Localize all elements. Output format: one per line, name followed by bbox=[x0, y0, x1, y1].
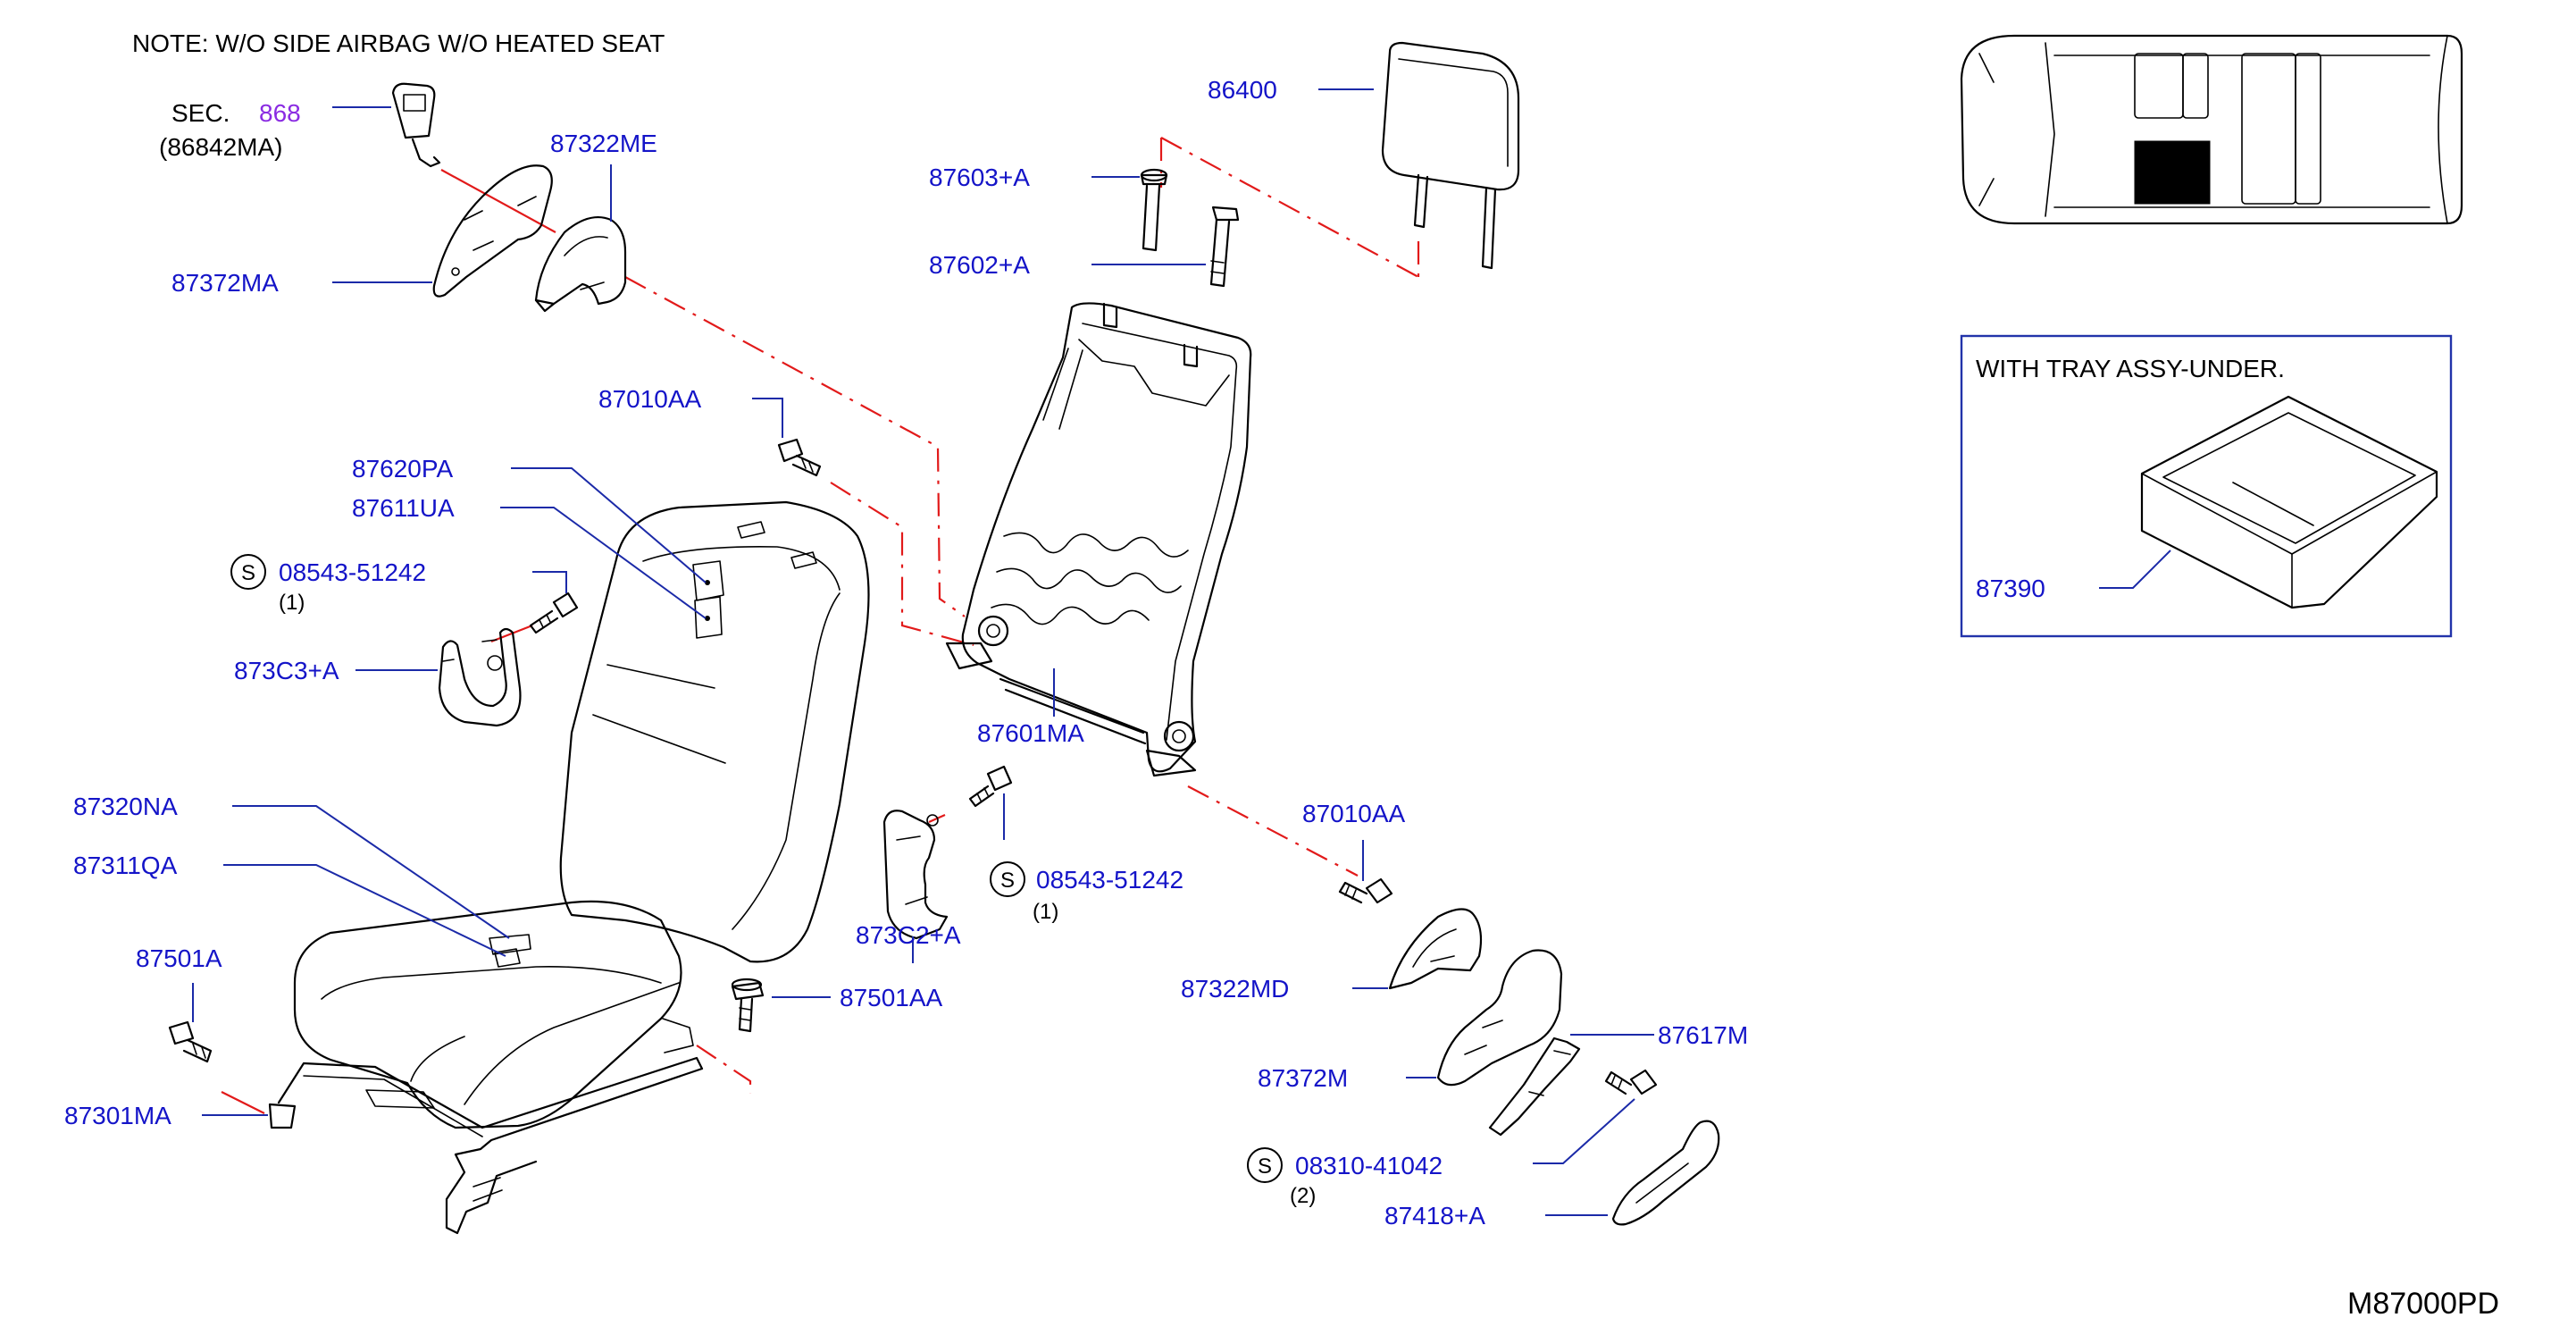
s-symbol-top-text: S bbox=[241, 561, 255, 585]
s-symbol-bottom-text: S bbox=[1258, 1154, 1272, 1179]
diagram-code: M87000PD bbox=[2347, 1287, 2499, 1321]
inset-box bbox=[1960, 334, 2453, 638]
sec-number[interactable]: 868 bbox=[259, 99, 301, 127]
label-87301ma[interactable]: 87301MA bbox=[64, 1102, 171, 1129]
seat-back-cushion-icon bbox=[559, 500, 870, 963]
bracket-87617m-icon bbox=[1488, 1036, 1581, 1137]
bolt-87501a-icon bbox=[168, 1020, 213, 1063]
label-87010aa-right[interactable]: 87010AA bbox=[1302, 800, 1406, 827]
qty-08543-top: (1) bbox=[279, 591, 305, 615]
headrest-guide-icon bbox=[1140, 168, 1240, 288]
label-87601ma[interactable]: 87601MA bbox=[977, 719, 1084, 747]
screw-08310-icon bbox=[1604, 1069, 1658, 1095]
screw-08543-top-icon bbox=[529, 592, 579, 634]
car-locator-icon bbox=[1960, 34, 2463, 225]
label-86400[interactable]: 86400 bbox=[1208, 76, 1277, 104]
tray-assy-under-icon bbox=[2140, 395, 2438, 609]
label-08310[interactable]: 08310-41042 bbox=[1295, 1152, 1443, 1179]
label-87501a[interactable]: 87501A bbox=[136, 944, 222, 972]
inset-title: WITH TRAY ASSY-UNDER. bbox=[1976, 355, 2285, 382]
label-87010aa-top[interactable]: 87010AA bbox=[598, 385, 702, 413]
label-87372m[interactable]: 87372M bbox=[1258, 1064, 1348, 1092]
label-08543-top[interactable]: 08543-51242 bbox=[279, 558, 426, 586]
hinge-cover-873c2a-icon bbox=[882, 810, 949, 940]
s-symbol-top bbox=[230, 554, 266, 590]
qty-08543-mid: (1) bbox=[1033, 900, 1058, 924]
label-87322md[interactable]: 87322MD bbox=[1181, 975, 1289, 1003]
label-87372ma[interactable]: 87372MA bbox=[171, 269, 279, 297]
bolt-87501aa-icon bbox=[731, 978, 765, 1033]
label-87603a[interactable]: 87603+A bbox=[929, 164, 1030, 191]
s-symbol-bottom bbox=[1247, 1147, 1283, 1183]
bolt-87010aa-right-icon bbox=[1338, 877, 1393, 904]
frame-cover-87322me-icon bbox=[534, 216, 627, 313]
label-873c2a[interactable]: 873C2+A bbox=[856, 921, 961, 949]
label-87322me[interactable]: 87322ME bbox=[550, 130, 657, 157]
hinge-cover-873c3a-icon bbox=[438, 627, 522, 727]
label-87320na[interactable]: 87320NA bbox=[73, 793, 178, 820]
bolt-87010aa-top-icon bbox=[777, 438, 822, 477]
frame-cover-87372m-icon bbox=[1436, 949, 1563, 1087]
label-87602a[interactable]: 87602+A bbox=[929, 251, 1030, 279]
label-87620pa[interactable]: 87620PA bbox=[352, 455, 453, 483]
label-08543-mid[interactable]: 08543-51242 bbox=[1036, 866, 1183, 894]
seat-belt-buckle-icon bbox=[391, 82, 441, 168]
s-symbol-mid bbox=[990, 861, 1025, 897]
label-87311qa[interactable]: 87311QA bbox=[73, 852, 178, 879]
label-873c3a[interactable]: 873C3+A bbox=[234, 657, 339, 684]
label-87617m[interactable]: 87617M bbox=[1658, 1021, 1748, 1049]
sec-sub: (86842MA) bbox=[159, 133, 283, 161]
frame-cover-87372ma-icon bbox=[432, 164, 553, 298]
frame-cover-87322md-icon bbox=[1388, 908, 1483, 990]
seat-back-frame-icon bbox=[945, 302, 1252, 777]
headrest-icon bbox=[1381, 41, 1520, 270]
seat-cushion-icon bbox=[293, 900, 694, 1129]
clip-87620pa-icon bbox=[692, 560, 724, 639]
note-text: NOTE: W/O SIDE AIRBAG W/O HEATED SEAT bbox=[132, 29, 665, 57]
label-87611ua[interactable]: 87611UA bbox=[352, 494, 455, 522]
cover-87418a-icon bbox=[1611, 1120, 1720, 1226]
label-87418a[interactable]: 87418+A bbox=[1384, 1202, 1485, 1229]
label-87390[interactable]: 87390 bbox=[1976, 575, 2045, 602]
label-87501aa[interactable]: 87501AA bbox=[840, 984, 943, 1011]
assembly-lines bbox=[221, 137, 1422, 1114]
sec-prefix: SEC. bbox=[171, 99, 230, 127]
s-symbol-mid-text: S bbox=[1000, 869, 1015, 893]
screw-08543-mid-icon bbox=[968, 765, 1013, 808]
qty-08310: (2) bbox=[1290, 1184, 1316, 1208]
seat-track-icon bbox=[268, 1056, 704, 1235]
